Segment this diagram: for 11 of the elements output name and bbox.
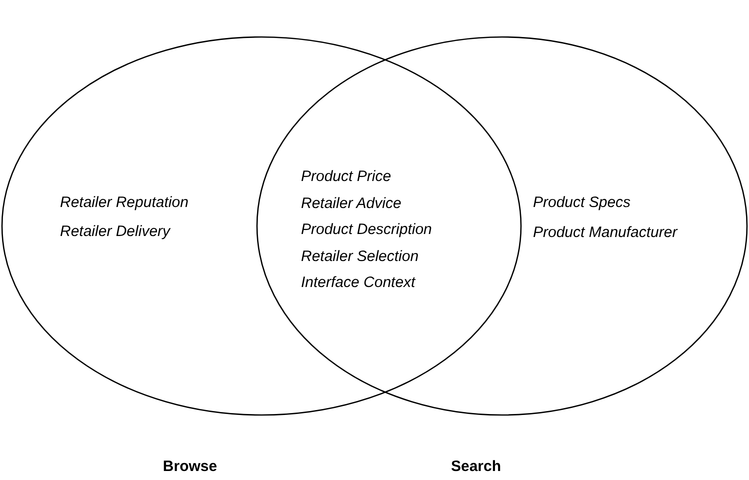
set-title: Search <box>450 458 502 476</box>
set-item: Retailer Delivery <box>60 223 170 241</box>
set-item: Product Manufacturer <box>533 224 678 242</box>
overlap-item: Interface Context <box>301 274 416 292</box>
set-item: Product Specs <box>533 194 631 212</box>
overlap-item: Retailer Selection <box>301 248 419 266</box>
set-title: Browse <box>162 458 218 476</box>
overlap-item: Product Price <box>301 168 392 186</box>
set-item: Retailer Reputation <box>60 194 188 212</box>
overlap-item: Retailer Advice <box>301 194 402 212</box>
overlap-item: Product Description <box>301 221 432 239</box>
